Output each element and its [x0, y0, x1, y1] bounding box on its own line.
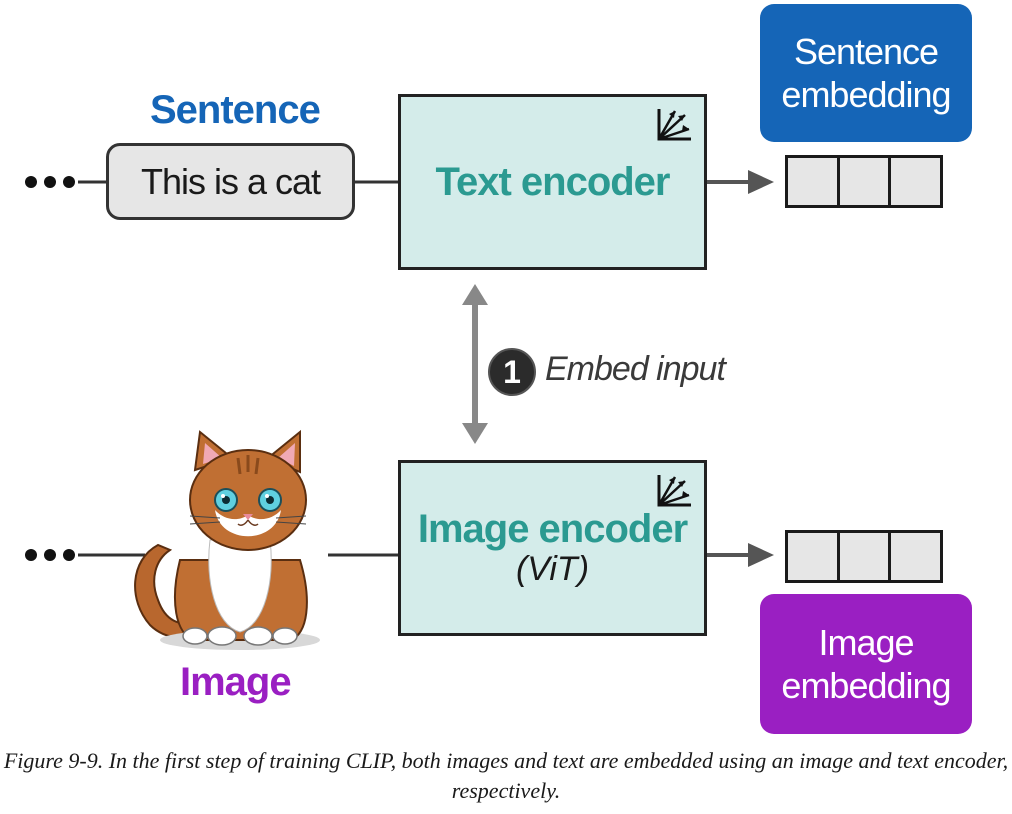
sentence-embedding-badge: Sentence embedding: [760, 4, 972, 142]
vector-cell: [840, 158, 892, 205]
sentence-label: Sentence: [150, 88, 321, 132]
text-output-arrowhead: [748, 170, 774, 194]
vector-cell: [788, 533, 840, 580]
image-embedding-vector: [785, 530, 943, 583]
sentence-embedding-vector: [785, 155, 943, 208]
image-encoder-title: Image encoder: [417, 507, 688, 552]
image-embedding-badge: Image embedding: [760, 594, 972, 734]
text-encoder-box: Text encoder: [398, 94, 707, 270]
image-output-arrowhead: [748, 543, 774, 567]
vector-cell: [891, 533, 940, 580]
ellipsis-icon: [25, 549, 75, 561]
image-encoder-box: Image encoder (ViT): [398, 460, 707, 636]
vector-cell: [840, 533, 892, 580]
sentence-input-box: This is a cat: [106, 143, 355, 220]
image-encoder-subtitle: (ViT): [515, 550, 590, 589]
vector-cell: [788, 158, 840, 205]
vector-cell: [891, 158, 940, 205]
cat-illustration: [134, 429, 320, 650]
step-label: Embed input: [545, 350, 726, 388]
double-arrow: [462, 284, 488, 444]
ellipsis-icon: [25, 176, 75, 188]
axes-icon: [657, 109, 691, 141]
step-number-badge: 1: [488, 348, 536, 396]
figure-caption: Figure 9-9. In the first step of trainin…: [3, 748, 1009, 803]
image-label: Image: [180, 660, 292, 704]
text-encoder-title: Text encoder: [435, 160, 671, 204]
axes-icon: [657, 475, 691, 507]
